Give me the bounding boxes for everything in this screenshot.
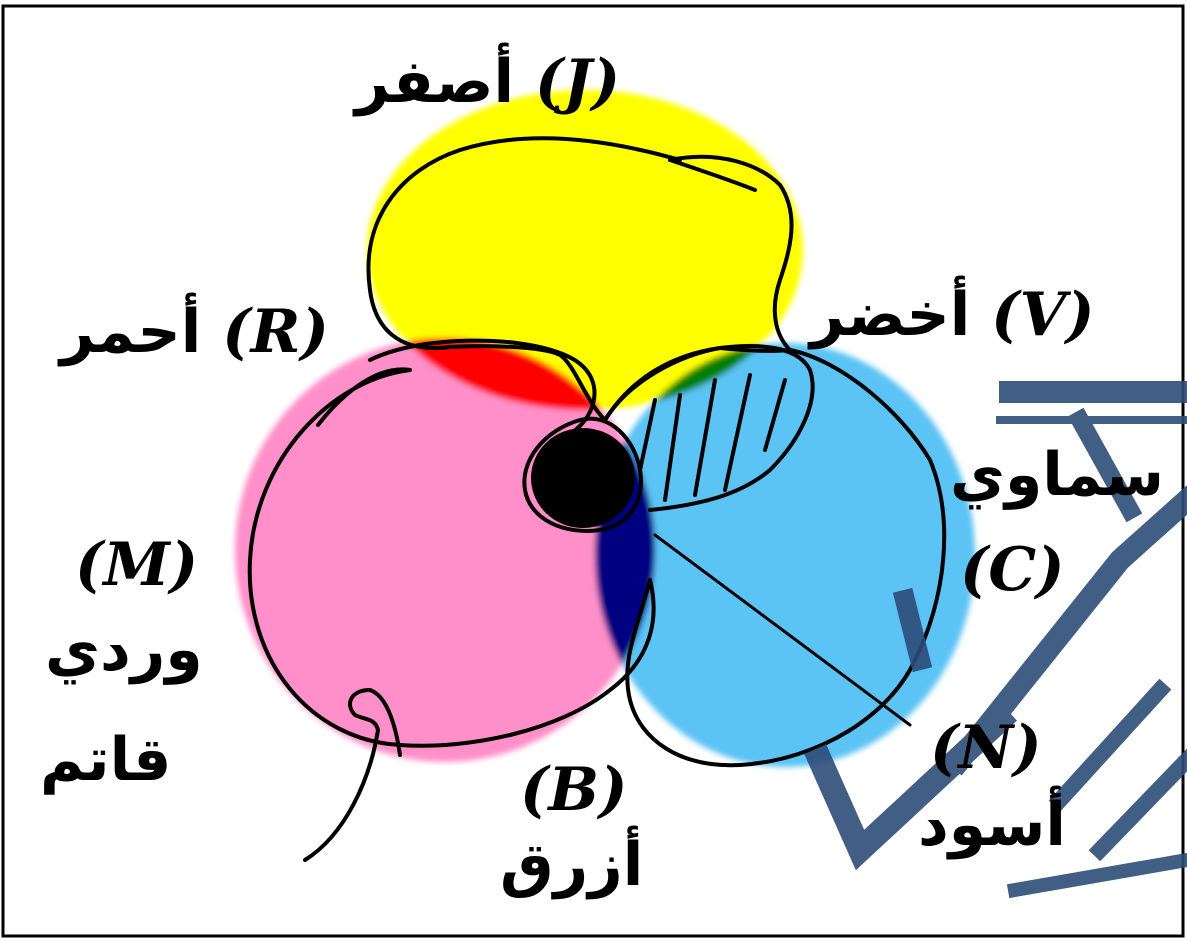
- cyan-outline-stroke: [625, 348, 947, 768]
- cyan-disc: [595, 343, 975, 767]
- label-cyan-code: (C): [960, 535, 1065, 605]
- watermark-stroke-6: [1006, 852, 1187, 899]
- label-yellow: أصفر (J): [355, 52, 620, 112]
- label-magenta-code: (M): [75, 530, 199, 600]
- label-green-name: أخضر: [810, 280, 971, 350]
- black-center-fill: [531, 428, 635, 528]
- magenta-curl-stroke: [303, 688, 402, 862]
- watermark-stroke-5: [1088, 748, 1187, 862]
- black-scribble-stroke: [522, 416, 643, 533]
- green-hatch-3: [693, 378, 717, 497]
- green-hatch-1: [638, 398, 657, 472]
- diagonal-stroke: [653, 533, 912, 727]
- watermark-stroke-4: [1048, 678, 1172, 812]
- label-black-name: أسود: [918, 790, 1066, 860]
- green-hatch-5: [763, 378, 787, 452]
- label-red-name: أحمر: [60, 297, 202, 367]
- label-blue-name: أزرق: [500, 830, 644, 900]
- watermark-stroke-1: [892, 587, 933, 673]
- label-red-code: (R): [222, 297, 329, 367]
- green-hatch-4: [723, 373, 752, 492]
- watermark-stroke-3: [944, 485, 1187, 776]
- label-cyan-name: سماوي: [950, 440, 1165, 510]
- frame-border: [1, 4, 1185, 938]
- label-yellow-code: (J): [534, 47, 621, 117]
- watermark-stroke-7: [1067, 407, 1143, 523]
- label-black-code: (N): [930, 713, 1042, 783]
- hand-drawn-strokes: [247, 136, 947, 862]
- green-outline-stroke: [603, 344, 815, 512]
- label-blue-code: (B): [520, 755, 628, 825]
- color-discs: [235, 90, 975, 767]
- label-green: أخضر (V): [810, 285, 1095, 345]
- label-magenta-name-line2: قاتم: [40, 725, 172, 795]
- green-hatch-2: [663, 393, 682, 502]
- label-red: أحمر (R): [60, 302, 329, 362]
- yellow-outline-stroke: [366, 136, 794, 422]
- magenta-outline-stroke: [247, 367, 656, 748]
- yellow-hook-stroke: [668, 158, 757, 192]
- label-magenta-name-line1: وردي: [45, 615, 203, 685]
- label-green-code: (V): [991, 280, 1095, 350]
- logo-watermark: [804, 381, 1187, 899]
- label-yellow-name: أصفر: [355, 47, 515, 117]
